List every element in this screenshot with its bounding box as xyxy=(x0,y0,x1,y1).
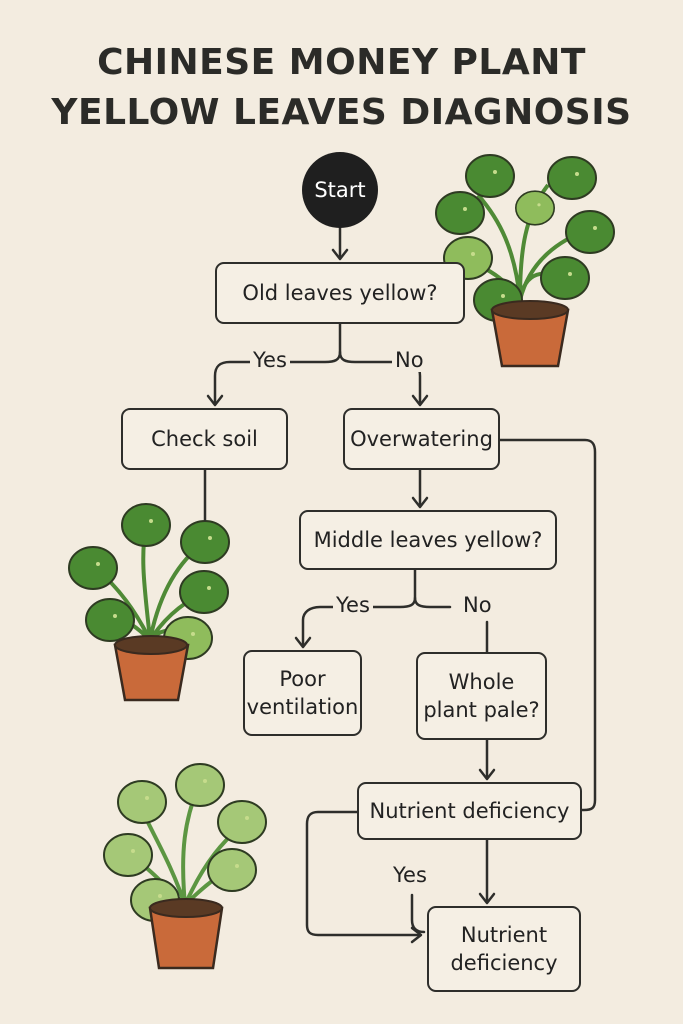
title-line-2: YELLOW LEAVES DIAGNOSIS xyxy=(51,92,632,133)
edge-label-no-2: No xyxy=(460,593,495,617)
middle-leaves-yellow-node: Middle leaves yellow? xyxy=(299,510,557,570)
nutrient-deficiency-node-2: Nutrient deficiency xyxy=(427,906,581,992)
title-line-1: CHINESE MONEY PLANT xyxy=(97,42,586,83)
whole-plant-line-1: Whole xyxy=(448,669,515,694)
nutrient-2-line-2: deficiency xyxy=(450,951,558,975)
edge-label-yes-3: Yes xyxy=(390,863,430,887)
whole-plant-line-2: plant pale? xyxy=(423,698,540,722)
nutrient-2-line-1: Nutrient xyxy=(460,922,548,947)
old-leaves-yellow-node: Old leaves yellow? xyxy=(215,262,465,324)
start-node: Start xyxy=(302,152,378,228)
nutrient-deficiency-node-1: Nutrient deficiency xyxy=(357,782,582,840)
overwatering-node: Overwatering xyxy=(343,408,500,470)
plant-left-middle-icon xyxy=(68,503,230,702)
whole-plant-pale-node: Whole plant pale? xyxy=(416,652,547,740)
edge-label-yes-1: Yes xyxy=(250,348,290,372)
poor-ventilation-node: Poor ventilation xyxy=(243,650,362,736)
plant-top-right-icon xyxy=(435,154,615,368)
check-soil-node: Check soil xyxy=(121,408,288,470)
edge-label-no-1: No xyxy=(392,348,427,372)
edge-label-yes-2: Yes xyxy=(333,593,373,617)
poor-ventilation-line-2: ventilation xyxy=(246,695,359,719)
poor-ventilation-line-1: Poor xyxy=(279,666,326,691)
plant-left-bottom-pale-icon xyxy=(103,763,267,970)
